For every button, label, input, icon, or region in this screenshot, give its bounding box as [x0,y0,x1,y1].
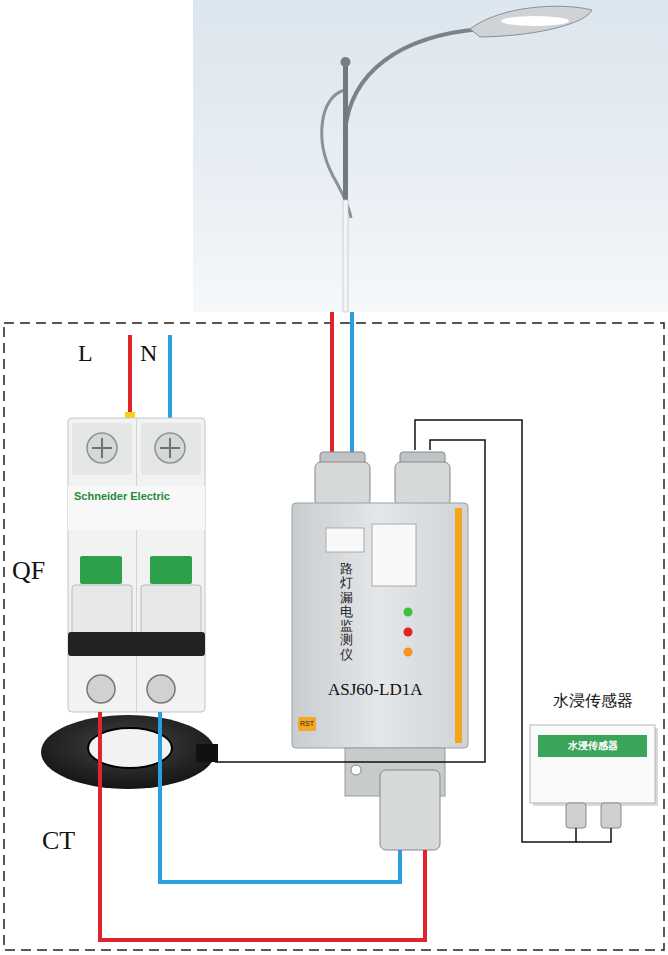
sensor-plate-text: 水浸传感器 [538,735,647,757]
terminal-screw [87,675,115,703]
wire [100,792,425,940]
wire [98,712,102,714]
reset-button [298,717,316,731]
part-label: CT [42,826,75,856]
led-run [404,608,413,617]
wire-label: N [140,340,157,367]
breaker-divider [136,418,137,712]
brand-text: Schneider Electric [74,490,170,503]
wire-label: L [78,340,93,367]
wire-through-ct [158,712,162,792]
cable-gland [380,770,440,850]
monitor-terminal-legend [372,524,416,586]
luminaire-lens [501,16,569,26]
breaker-indicator [150,556,192,584]
wire-through-ct [98,712,102,792]
wire [215,440,485,762]
ct-ring [41,715,215,789]
sensor-gland [566,803,586,828]
sensor-gland [601,803,621,828]
lamp-pole [343,62,348,202]
breaker-brand-plate [68,486,205,530]
ct-terminal [196,744,218,762]
lamp-pole-lower [343,200,348,312]
breaker-indicator [80,556,122,584]
lamp-wire-n [350,312,354,462]
sensor-wire-loop [576,828,611,842]
current-transformer: CT [40,714,215,792]
cable-gland [315,462,370,506]
luminaire [470,6,592,37]
terminal-screw [147,675,175,703]
supply-wire-l [128,335,132,420]
breaker-qf: QFSchneider Electric [68,418,205,712]
led-water [404,648,413,657]
monitor-stripe [455,508,462,743]
button-label: RST [299,718,315,730]
wire [415,420,576,842]
lamp-pole-cap [341,57,351,67]
wire [158,712,162,714]
lamp-arm [345,29,480,132]
mount-hole [351,765,361,775]
wire [160,792,400,882]
lamp-wire-l [330,312,334,462]
water-sensor: 水浸传感器水浸传感器 [530,725,655,828]
model-number: ASJ60-LD1A [328,680,422,700]
monitor-body [292,503,468,748]
part-label: QF [12,556,45,586]
sky-background [193,0,668,312]
led-alarm [404,628,413,637]
device-name: 路灯漏电监测仪 [340,562,353,662]
sensor-box [530,725,655,803]
part-label: 水浸传感器 [520,691,665,712]
monitor-terminal-legend [326,528,364,552]
sensor-band [538,735,647,757]
supply-wire-n [168,335,172,420]
breaker-body [68,418,205,712]
cable-gland [395,462,450,506]
screw-slot [92,438,180,458]
breaker-handle-bar [68,632,205,656]
leakage-monitor: 路灯漏电监测仪 ASJ60-LD1A [290,450,470,850]
